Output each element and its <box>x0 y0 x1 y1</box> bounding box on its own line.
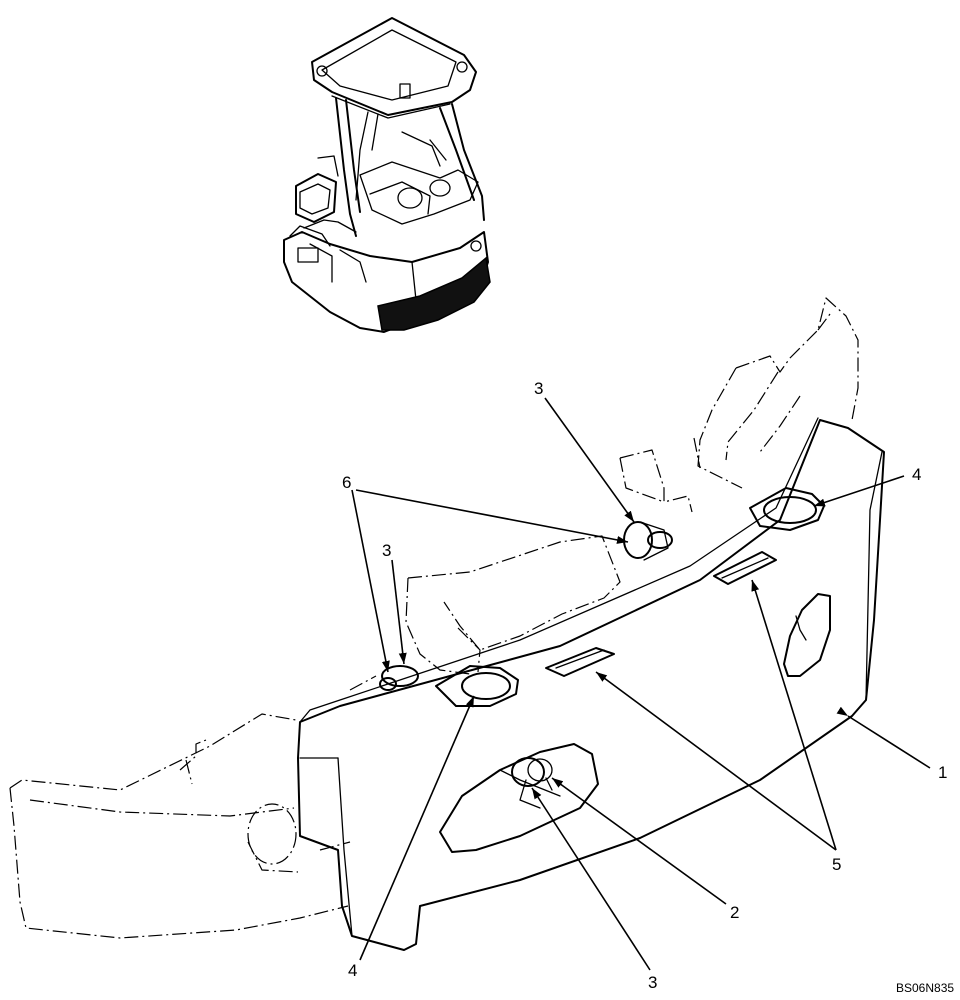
frame-phantom-outline <box>9 297 859 939</box>
callout-3-top: 3 <box>534 379 543 398</box>
counterweight-body <box>297 417 885 951</box>
callout-1: 1 <box>938 763 947 782</box>
callout-6: 6 <box>342 473 351 492</box>
drawing-code: BS06N835 <box>896 981 954 995</box>
callout-4-bottom: 4 <box>348 961 357 980</box>
callout-2: 2 <box>730 903 739 922</box>
callout-3-left: 3 <box>382 541 391 560</box>
callout-3-bottom: 3 <box>648 973 657 992</box>
callout-5: 5 <box>832 855 841 874</box>
callout-4-right: 4 <box>912 465 921 484</box>
leader-lines <box>351 397 931 971</box>
excavator-locator-illustration <box>283 17 491 333</box>
callout-labels: 1 2 3 3 3 4 4 5 6 BS06N835 <box>342 379 954 995</box>
